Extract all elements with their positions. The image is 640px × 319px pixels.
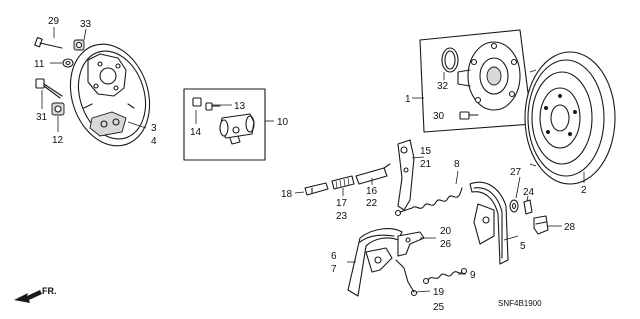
bleeder-cap-13 bbox=[205, 102, 221, 111]
callout-5: 5 bbox=[520, 241, 526, 252]
callout-9: 9 bbox=[470, 270, 476, 281]
callout-16: 16 bbox=[366, 186, 378, 197]
brake-shoe-trailing bbox=[469, 181, 509, 265]
bolt-30 bbox=[459, 111, 479, 120]
adjuster-body-16 bbox=[355, 163, 391, 185]
nut-33 bbox=[73, 39, 85, 51]
diagram-code: SNF4B1900 bbox=[498, 299, 542, 308]
callout-22: 22 bbox=[366, 198, 378, 209]
callout-8: 8 bbox=[454, 159, 460, 170]
callout-24: 24 bbox=[523, 187, 535, 198]
return-spring-8 bbox=[394, 187, 463, 217]
callout-12: 12 bbox=[52, 135, 64, 146]
callout-11: 11 bbox=[34, 59, 45, 70]
callout-27: 27 bbox=[510, 167, 522, 178]
callout-20: 20 bbox=[440, 226, 452, 237]
clip-24 bbox=[523, 199, 533, 215]
washer-27 bbox=[509, 199, 519, 213]
callout-23: 23 bbox=[336, 211, 348, 222]
nut-12 bbox=[51, 102, 65, 116]
cap-28 bbox=[533, 215, 549, 235]
bolt-31 bbox=[35, 78, 63, 99]
callout-2: 2 bbox=[581, 185, 587, 196]
callout-15: 15 bbox=[420, 146, 432, 157]
front-direction-arrow-icon bbox=[14, 290, 42, 303]
callout-31: 31 bbox=[36, 112, 48, 123]
adjuster-end-18 bbox=[304, 182, 329, 196]
leader-lines bbox=[41, 27, 585, 293]
callout-18: 18 bbox=[281, 189, 293, 200]
callout-13: 13 bbox=[234, 101, 246, 112]
hold-down-pin bbox=[395, 259, 418, 297]
callout-3: 3 bbox=[151, 123, 157, 134]
spring-9 bbox=[422, 267, 468, 285]
callout-6: 6 bbox=[331, 251, 337, 262]
callout-32: 32 bbox=[437, 81, 449, 92]
callout-14: 14 bbox=[190, 127, 202, 138]
callout-4: 4 bbox=[151, 136, 157, 147]
adjuster-screw-17 bbox=[331, 175, 355, 190]
callout-26: 26 bbox=[440, 239, 452, 250]
bolt-29 bbox=[34, 37, 63, 49]
callout-25: 25 bbox=[433, 302, 445, 313]
callout-1: 1 bbox=[405, 94, 411, 105]
brake-drum bbox=[524, 51, 616, 185]
callout-19: 19 bbox=[433, 287, 445, 298]
callout-17: 17 bbox=[336, 198, 348, 209]
hub-bearing-unit bbox=[457, 41, 521, 111]
callout-29: 29 bbox=[48, 16, 60, 27]
o-ring-32 bbox=[441, 47, 459, 73]
callout-30: 30 bbox=[433, 111, 445, 122]
washer-11 bbox=[62, 58, 74, 68]
callout-33: 33 bbox=[80, 19, 92, 30]
callout-28: 28 bbox=[564, 222, 576, 233]
wheel-cylinder-kit-box bbox=[183, 88, 266, 161]
backing-plate bbox=[69, 43, 151, 147]
bleeder-screw-14 bbox=[192, 97, 202, 107]
brake-shoe-leading bbox=[347, 228, 403, 297]
adjuster-lever-15 bbox=[397, 139, 415, 211]
callout-10: 10 bbox=[277, 117, 289, 128]
parking-brake-lever bbox=[397, 231, 425, 257]
front-direction-label: FR. bbox=[42, 286, 57, 296]
callout-7: 7 bbox=[331, 264, 337, 275]
callout-21: 21 bbox=[420, 159, 432, 170]
wheel-cylinder bbox=[219, 113, 255, 145]
